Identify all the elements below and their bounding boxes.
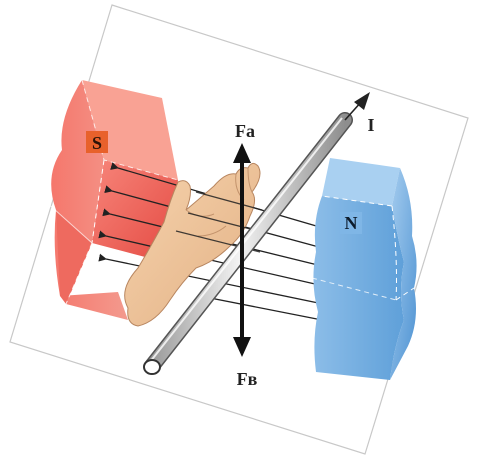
north-pole-label: N — [345, 213, 358, 233]
force-up-label: Fa — [235, 121, 255, 141]
current-direction-arrow — [344, 92, 370, 121]
current-label: I — [367, 115, 374, 135]
north-label-box — [340, 212, 362, 234]
south-pole-label: S — [92, 133, 102, 153]
south-pole-magnet — [43, 79, 179, 320]
north-pole-magnet — [311, 158, 417, 380]
conductor-rod-icon — [143, 112, 353, 375]
south-label-box — [86, 131, 108, 153]
force-down-label: Fв — [237, 369, 258, 389]
force-down-arrow — [233, 256, 251, 357]
force-up-arrow — [233, 143, 251, 256]
